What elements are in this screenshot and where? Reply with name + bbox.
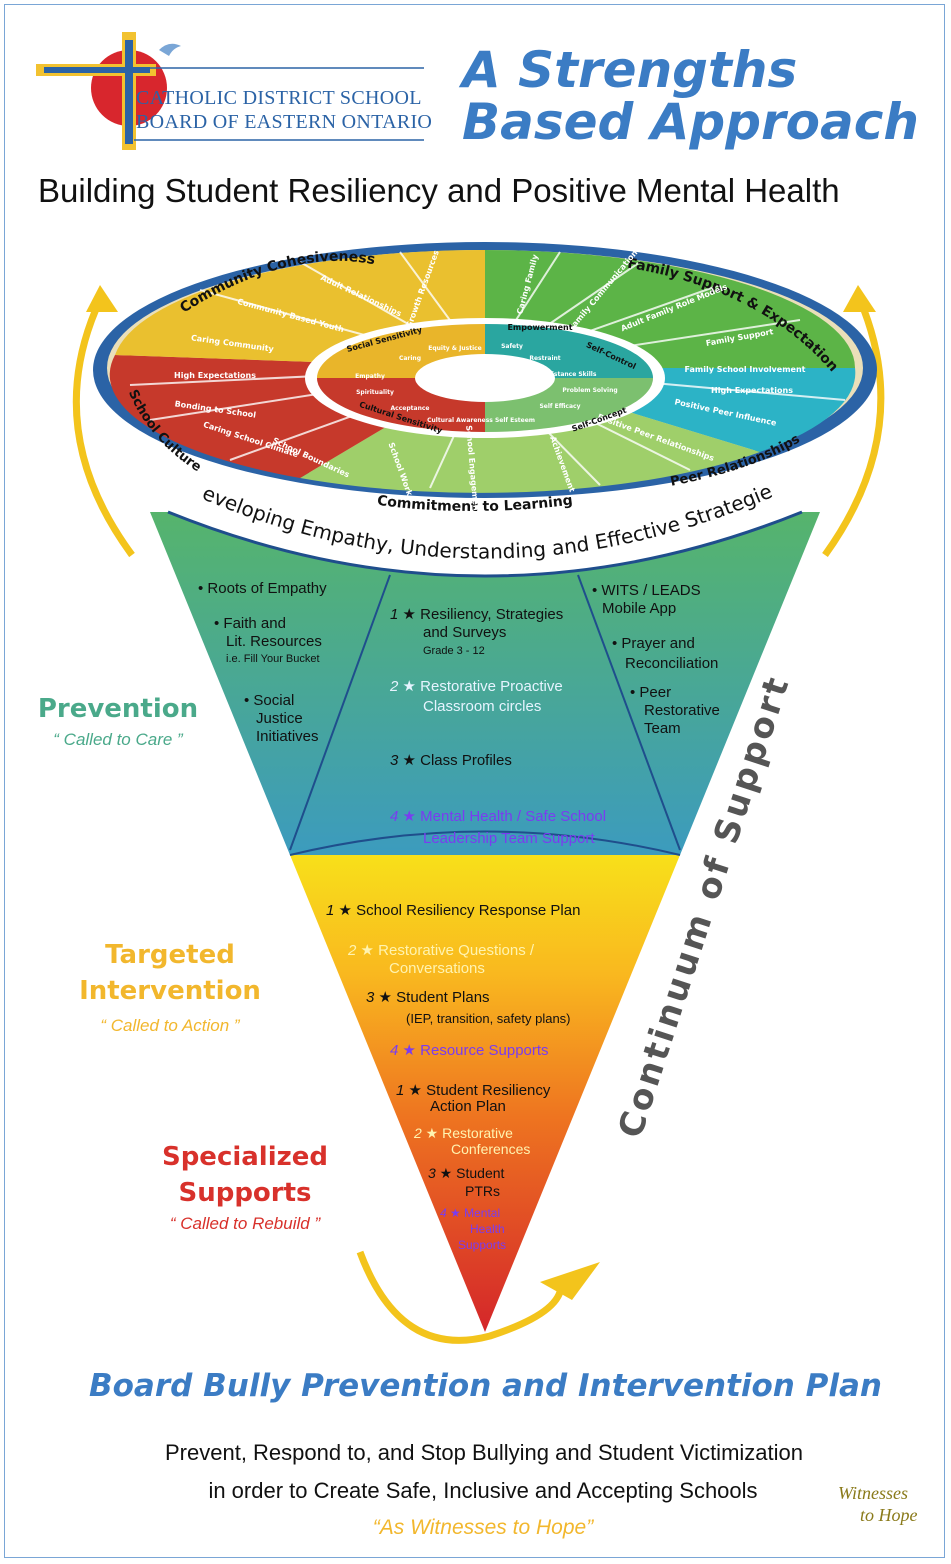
targeted-item-2: 2 ★ Restorative Questions / [348,942,535,959]
bottom-cycle-arrow [356,1250,565,1344]
targeted-title-1: Targeted [105,940,235,970]
prevention-right-4: Reconciliation [625,655,719,672]
logo-line-1: CATHOLIC DISTRICT SCHOOL [136,87,422,109]
prevention-center-2b: Classroom circles [423,698,542,715]
prevention-right-7: Team [644,720,681,737]
targeted-item-2b: Conversations [389,960,485,977]
inner-item: Empathy [355,373,385,380]
inner-item: Safety [501,343,523,350]
intervention-tier [290,855,680,1332]
specialized-item-2b: Conferences [451,1141,531,1157]
prevention-center-2: 2 ★ Restorative Proactive [390,678,563,695]
prevention-center-4: 4 ★ Mental Health / Safe School [390,808,607,825]
prevention-center-3: 3 ★ Class Profiles [390,752,512,769]
targeted-title-2: Intervention [79,976,261,1006]
targeted-item-3: 3 ★ Student Plans [366,989,490,1006]
specialized-item-1b: Action Plan [430,1098,506,1115]
prevention-center-1: 1 ★ Resiliency, Strategies [390,606,564,623]
prevention-tier [150,512,820,855]
inner-item: Cultural Awareness [427,417,493,424]
witnesses-logo-text-2: to Hope [860,1505,918,1525]
prevention-left-1: • Roots of Empathy [198,580,327,597]
specialized-tagline: “ Called to Rebuild ” [169,1214,321,1233]
left-arrow-head [86,285,118,312]
inner-item: Self Esteem [495,417,535,424]
prevention-left-5: • Social [244,692,295,709]
inner-item: Caring [399,355,421,362]
specialized-item-3: 3 ★ Student [428,1165,505,1181]
prevention-tagline: “ Called to Care ” [53,730,183,749]
footer-quote: “As Witnesses to Hope” [372,1516,594,1539]
targeted-item-1: 1 ★ School Resiliency Response Plan [326,902,581,919]
specialized-item-4c: Supports [458,1238,507,1252]
segment-label: High Expectations [174,371,256,380]
page-frame [4,4,945,1558]
footer-line-1: Prevent, Respond to, and Stop Bullying a… [165,1440,803,1465]
prevention-left-4: i.e. Fill Your Bucket [226,653,320,665]
specialized-item-1: 1 ★ Student Resiliency [396,1082,551,1099]
specialized-item-4: 4 ★ Mental [440,1206,501,1220]
prevention-right-6: Restorative [644,702,720,719]
right-cycle-arrow [822,298,885,558]
prevention-center-1c: Grade 3 - 12 [423,645,485,657]
inner-item: Restraint [529,355,560,362]
witnesses-logo-text-1: Witnesses [838,1483,908,1503]
prevention-right-2: Mobile App [602,600,677,617]
inner-item: Resistance Skills [540,371,597,378]
prevention-title: Prevention [37,694,199,724]
prevention-center-4b: Leadership Team Support [423,830,595,847]
targeted-tagline: “ Called to Action ” [100,1016,240,1035]
inner-item: Acceptance [391,405,430,412]
inner-item: Problem Solving [562,387,617,394]
inner-item: Self Efficacy [539,403,580,410]
inner-item: Equity & Justice [428,345,482,352]
right-arrow-head [843,285,876,312]
prevention-right-3: • Prayer and [612,635,695,652]
empathy-band [140,460,815,576]
title-line-1: A Strengths [462,41,798,99]
strengths-diagram: Developing Empathy, Understanding and Ef… [0,230,885,1344]
specialized-item-2: 2 ★ Restorative [414,1125,513,1141]
wheel-hub [415,354,555,402]
targeted-item-4: 4 ★ Resource Supports [390,1042,549,1059]
footer-line-2: in order to Create Safe, Inclusive and A… [208,1478,758,1503]
prevention-left-2: • Faith and [214,615,286,632]
specialized-title-2: Supports [178,1178,312,1208]
specialized-item-4b: Health [470,1222,505,1236]
bottom-arrow-head [540,1262,600,1300]
prevention-center-1b: and Surveys [423,624,507,641]
targeted-item-3b: (IEP, transition, safety plans) [406,1011,571,1026]
left-cycle-arrow [72,298,135,558]
specialized-title-1: Specialized [161,1142,329,1172]
prevention-left-3: Lit. Resources [226,633,322,650]
logo-dove-icon [159,43,181,56]
board-logo [36,32,424,150]
title-line-2: Based Approach [462,93,919,151]
inner-label: Empowerment [507,323,572,332]
segment-label: Family School Involvement [685,365,806,374]
page-subtitle: Building Student Resiliency and Positive… [38,172,840,209]
prevention-right-5: • Peer [630,684,672,701]
specialized-item-3b: PTRs [465,1183,500,1199]
prevention-right-1: • WITS / LEADS [592,582,701,599]
inner-item: Spirituality [356,389,394,396]
prevention-left-6: Justice [256,710,303,727]
segment-label: High Expectations [711,386,793,395]
prevention-left-7: Initiatives [256,728,319,745]
footer-title: Board Bully Prevention and Intervention … [89,1368,882,1404]
logo-line-2: BOARD OF EASTERN ONTARIO [136,111,433,133]
